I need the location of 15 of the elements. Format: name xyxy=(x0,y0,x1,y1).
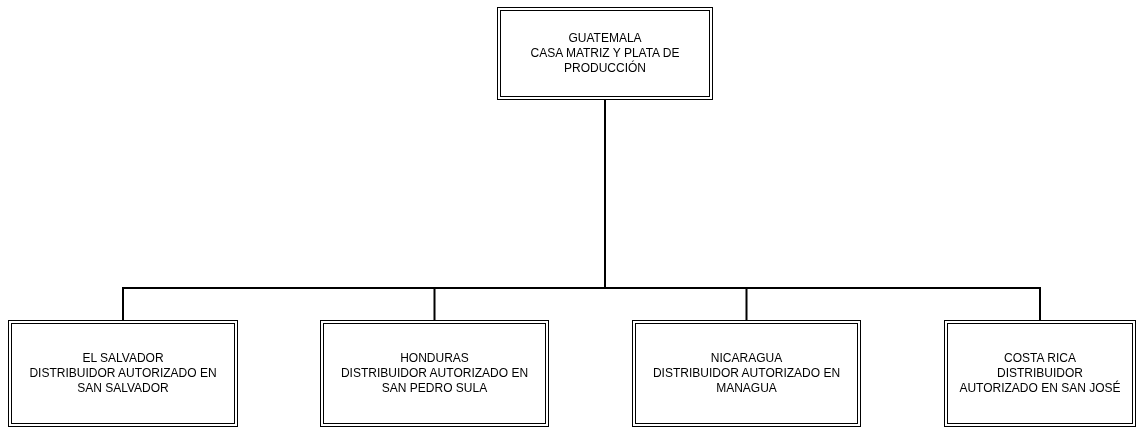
role-description: DISTRIBUIDOR AUTORIZADO EN SAN JOSÉ xyxy=(958,366,1122,396)
headquarters-box xyxy=(497,7,713,100)
role-description: DISTRIBUIDOR AUTORIZADO EN SAN PEDRO SULA xyxy=(339,366,530,396)
country-name: GUATEMALA xyxy=(568,31,642,46)
role-description: CASA MATRIZ Y PLATA DE PRODUCCIÓN xyxy=(529,46,681,76)
country-name: NICARAGUA xyxy=(710,351,783,366)
distributor-box xyxy=(320,320,549,427)
distributor-box xyxy=(632,320,861,427)
country-name: COSTA RICA xyxy=(1004,351,1076,366)
distributor-box xyxy=(8,320,238,427)
country-name: HONDURAS xyxy=(400,351,469,366)
role-description: DISTRIBUIDOR AUTORIZADO EN SAN SALVADOR xyxy=(28,366,218,396)
distributor-box xyxy=(944,320,1136,427)
country-name: EL SALVADOR xyxy=(82,351,164,366)
role-description: DISTRIBUIDOR AUTORIZADO EN MANAGUA xyxy=(651,366,842,396)
